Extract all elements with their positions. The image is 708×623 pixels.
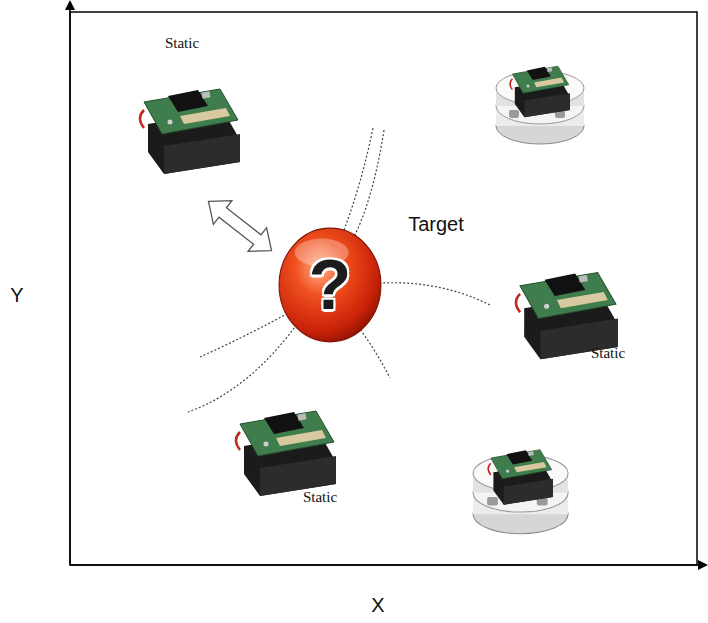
node-label: Static xyxy=(591,345,625,362)
static-sensor-node xyxy=(140,89,240,174)
static-sensor-node xyxy=(236,411,336,496)
area-frame xyxy=(70,12,697,565)
target-label: Target xyxy=(408,213,464,235)
target-symbol: ? xyxy=(309,250,352,320)
target-circle: ? xyxy=(278,227,382,343)
axis-label: Y xyxy=(10,284,23,306)
node-label: Static xyxy=(303,489,337,506)
movement-arrow xyxy=(199,190,281,263)
mobile-robot xyxy=(496,66,584,144)
axis-arrowhead xyxy=(65,0,75,10)
node-label: Static xyxy=(165,35,199,52)
axis-label: X xyxy=(371,594,384,616)
mobile-robot xyxy=(473,450,568,534)
axis-arrowhead xyxy=(698,560,708,570)
